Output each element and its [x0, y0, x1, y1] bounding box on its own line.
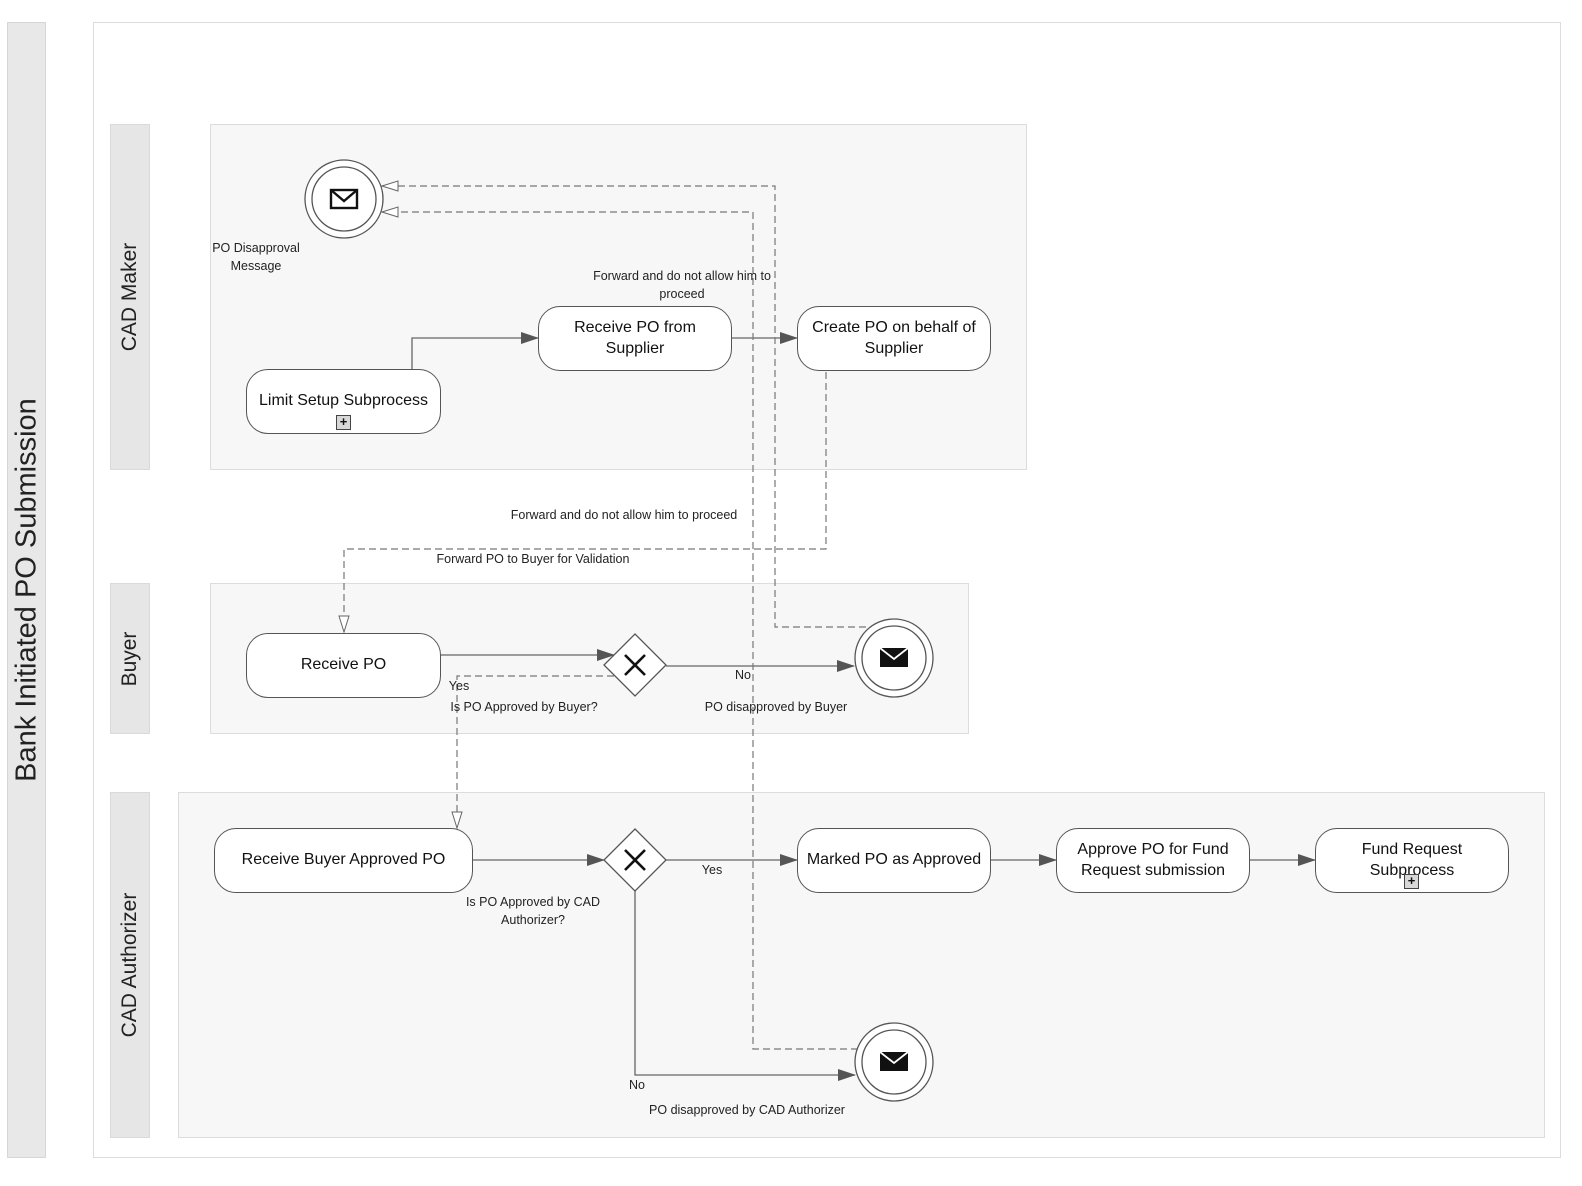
exclusive-x-icon [624, 654, 646, 676]
task-label: Approve PO for Fund Request submission [1077, 840, 1229, 879]
flow-label-forward-to-buyer: Forward PO to Buyer for Validation [436, 552, 630, 566]
message-flow-buyer-disapproval [382, 186, 866, 628]
flow-label-forward-not-allow-top: Forward and do not allow him to proceed [593, 269, 771, 301]
envelope-outline-icon [329, 188, 359, 210]
flow-label-yes-buyer: Yes [448, 679, 470, 693]
task-receive-po[interactable]: Receive PO [246, 633, 441, 698]
gateway-label-buyer-approved: Is PO Approved by Buyer? [450, 700, 598, 714]
event-label-po-disapproved-cad: PO disapproved by CAD Authorizer [649, 1103, 845, 1117]
lane-label-cad-maker: CAD Maker [110, 124, 150, 470]
task-label: Receive PO [300, 656, 387, 674]
task-label: Receive Buyer Approved PO [241, 851, 446, 869]
flow-label-no-cad: No [629, 1078, 645, 1092]
pool-label: Bank Initiated PO Submission [7, 22, 46, 1158]
task-label: Limit Setup Subprocess [259, 392, 428, 410]
flow-label-yes-cad: Yes [701, 863, 723, 877]
flow-label-no-buyer: No [735, 668, 751, 682]
event-po-disapproval-message [304, 159, 384, 239]
message-flow-buyer-yes [457, 675, 614, 828]
task-label: Fund Request Subprocess [1361, 840, 1463, 879]
task-marked-po-approved[interactable]: Marked PO as Approved [797, 828, 991, 893]
flow-limit-to-receive-supplier [411, 332, 539, 369]
task-label: Marked PO as Approved [806, 851, 982, 869]
task-receive-po-from-supplier[interactable]: Receive PO from Supplier [538, 306, 732, 371]
task-limit-setup-subprocess[interactable]: Limit Setup Subprocess [246, 369, 441, 434]
task-receive-buyer-approved-po[interactable]: Receive Buyer Approved PO [214, 828, 473, 893]
gateway-cad-approved [603, 828, 667, 892]
message-flow-cad-disapproval [382, 212, 858, 1050]
flow-gateway-cad-no [634, 891, 856, 1081]
task-create-po-on-behalf[interactable]: Create PO on behalf of Supplier [797, 306, 991, 371]
envelope-filled-icon [879, 647, 909, 667]
event-po-disapproved-cad [854, 1022, 934, 1102]
lane-label-cad-authorizer: CAD Authorizer [110, 792, 150, 1138]
envelope-filled-icon [879, 1051, 909, 1071]
subprocess-plus-icon: + [1404, 874, 1419, 889]
gateway-label-cad-approved: Is PO Approved by CAD Authorizer? [465, 895, 601, 927]
event-label-po-disapproved-buyer: PO disapproved by Buyer [704, 700, 848, 714]
task-label: Create PO on behalf of Supplier [812, 318, 976, 357]
event-po-disapproved-buyer [854, 618, 934, 698]
task-approve-po-fund-request[interactable]: Approve PO for Fund Request submission [1056, 828, 1250, 893]
message-flow-forward-to-buyer [344, 372, 827, 632]
gateway-buyer-approved [603, 633, 667, 697]
lane-label-buyer: Buyer [110, 583, 150, 734]
event-label-po-disapproval-message: PO Disapproval Message [212, 241, 300, 273]
flow-label-forward-not-allow-mid: Forward and do not allow him to proceed [510, 508, 738, 522]
exclusive-x-icon [624, 849, 646, 871]
task-label: Receive PO from Supplier [574, 318, 696, 357]
subprocess-plus-icon: + [336, 415, 351, 430]
